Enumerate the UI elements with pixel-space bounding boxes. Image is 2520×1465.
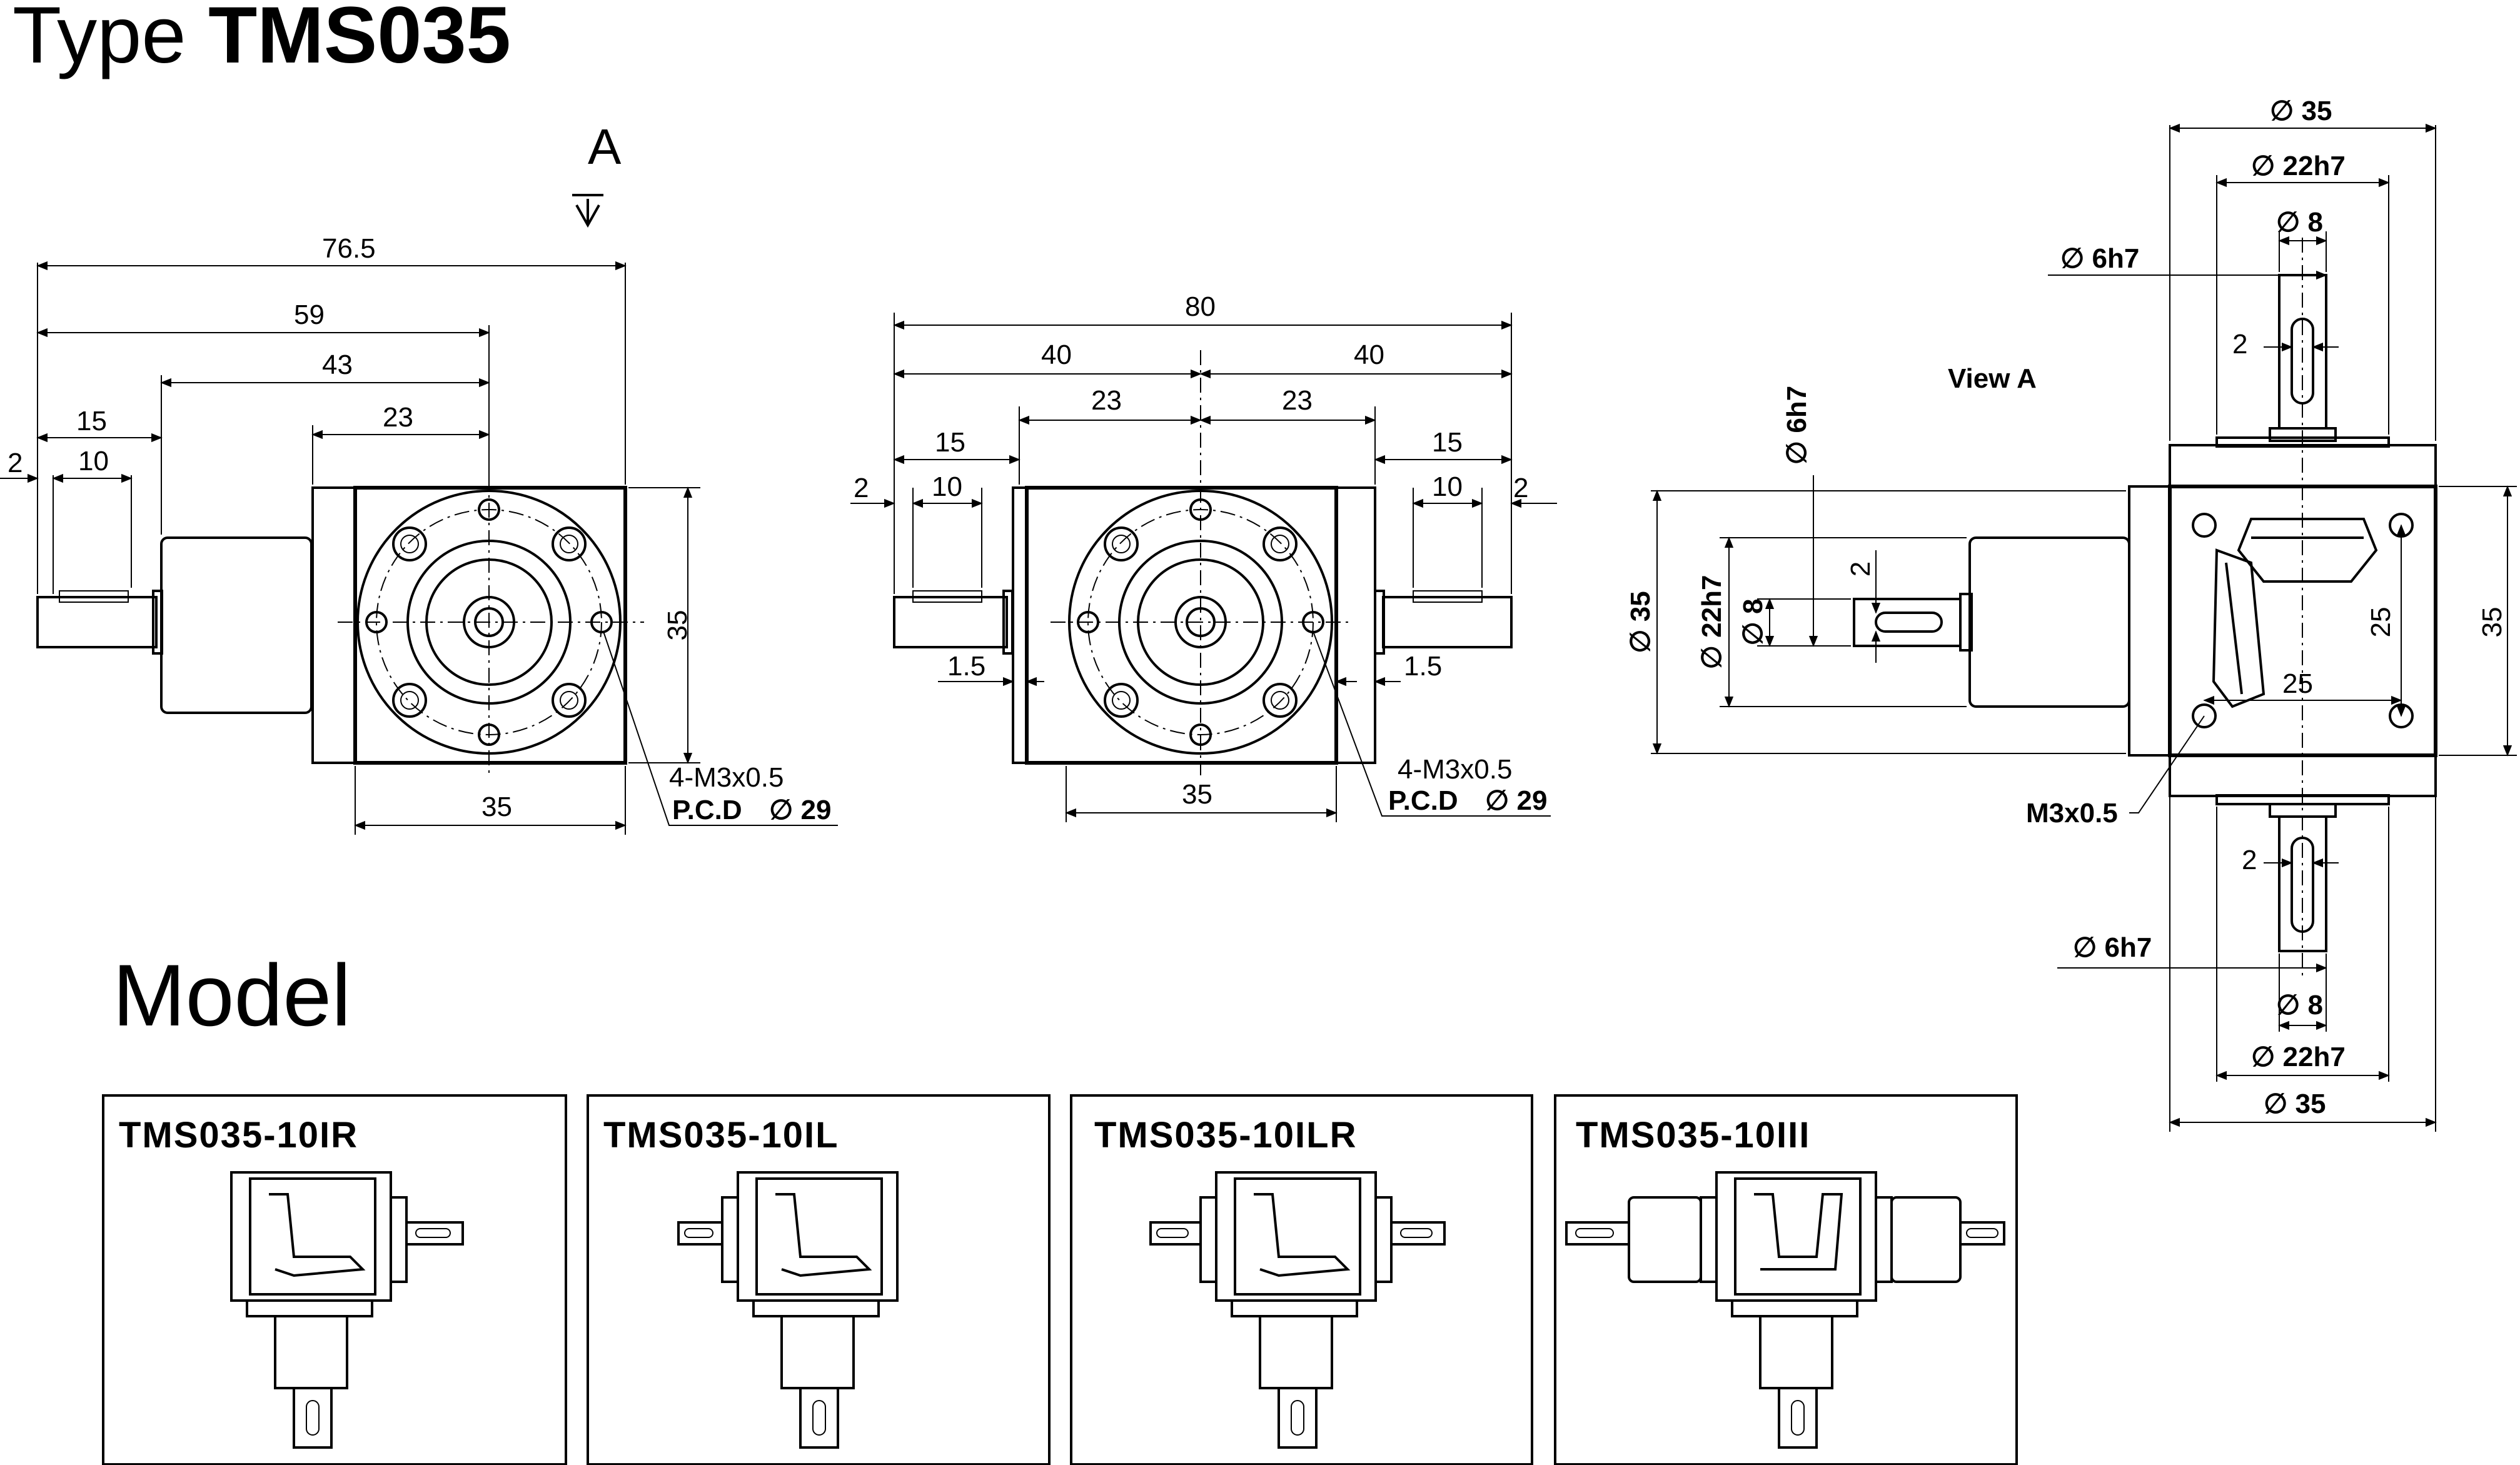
- dim-1-5-right: 1.5: [1404, 651, 1442, 682]
- left-shaft: [893, 596, 1008, 648]
- dim-35-front: 35: [1182, 779, 1212, 810]
- pcd-value: ∅ 29: [769, 795, 832, 825]
- dim-59: 59: [294, 300, 325, 330]
- dim-phi6h7-bottom: ∅ 6h7: [2073, 932, 2152, 963]
- thread-note: M3x0.5: [2026, 798, 2118, 828]
- dim-40-right: 40: [1354, 340, 1384, 370]
- dim-10: 10: [78, 446, 109, 476]
- dim-phi8-left: ∅ 8: [1738, 598, 1768, 645]
- gear-block: [353, 486, 627, 765]
- input-shaft: [36, 596, 158, 648]
- right-shaft: [1382, 596, 1513, 648]
- dim-phi35-bottom: ∅ 35: [2264, 1089, 2326, 1119]
- gearbox-thumbnail-ilr: [1149, 1171, 1446, 1449]
- dim-15-left: 15: [935, 427, 965, 458]
- flange: [311, 486, 356, 764]
- view-arrow-icon: [572, 194, 603, 228]
- dim-35-right: 35: [2477, 607, 2507, 638]
- view-a-marker: A: [588, 119, 622, 174]
- dim-phi35-top: ∅ 35: [2270, 96, 2332, 126]
- dim-1-5-left: 1.5: [947, 651, 985, 682]
- side-view: 76.5 59 43 23 15 10 2 35 35 4-M3x0.5 P.C…: [0, 233, 838, 835]
- model-card-1[interactable]: TMS035-10IR: [102, 1094, 567, 1465]
- dim-2-top: 2: [2232, 329, 2247, 360]
- dim-phi35-left: ∅ 35: [1625, 591, 1656, 653]
- left-shaft-a: [1853, 598, 1962, 647]
- gearbox-thumbnail-il: [677, 1171, 899, 1449]
- dim-76-5: 76.5: [322, 233, 376, 264]
- model-name: TMS035-10ILR: [1094, 1115, 1357, 1155]
- dim-2-bottom: 2: [2242, 845, 2257, 875]
- dim-2-left-a: 2: [1845, 561, 1876, 576]
- shaft-key: [59, 590, 129, 603]
- gear-block-front: [1025, 486, 1338, 765]
- hole-note-front: 4-M3x0.5: [1398, 754, 1512, 785]
- gearbox-thumbnail-iii: [1565, 1171, 2005, 1449]
- dim-43: 43: [322, 350, 353, 380]
- dim-2-right: 2: [1513, 473, 1528, 503]
- view-a-title: View A: [1948, 363, 2037, 394]
- dim-2: 2: [8, 448, 23, 478]
- dim-15-right: 15: [1432, 427, 1463, 458]
- dim-40-left: 40: [1041, 340, 1072, 370]
- dim-phi22h7-top: ∅ 22h7: [2251, 151, 2346, 181]
- pcd-label-front: P.C.D: [1388, 785, 1458, 816]
- hole-leader-front: [1313, 631, 1551, 817]
- model-card-4[interactable]: TMS035-10III: [1554, 1094, 2018, 1465]
- dim-35-horizontal: 35: [481, 792, 512, 822]
- model-name: TMS035-10IL: [603, 1115, 839, 1155]
- dim-10-right: 10: [1432, 471, 1463, 502]
- dim-phi22h7-bottom: ∅ 22h7: [2251, 1042, 2346, 1072]
- gearbox-thumbnail-ir: [230, 1171, 464, 1449]
- dim-phi8-top: ∅ 8: [2276, 207, 2323, 238]
- view-a: View A: [1625, 96, 2517, 1132]
- dim-phi6h7-left: ∅ 6h7: [1782, 386, 1812, 465]
- model-card-2[interactable]: TMS035-10IL: [587, 1094, 1051, 1465]
- dim-35-vertical: 35: [662, 610, 693, 641]
- model-card-3[interactable]: TMS035-10ILR: [1070, 1094, 1533, 1465]
- page-title: Type TMS035: [13, 0, 511, 80]
- dim-phi6h7-top: ∅ 6h7: [2060, 243, 2139, 274]
- model-heading: Model: [113, 946, 351, 1044]
- dim-phi8-bottom: ∅ 8: [2276, 990, 2323, 1020]
- dim-25-horizontal: 25: [2282, 668, 2313, 699]
- dim-23: 23: [383, 402, 413, 433]
- input-housing: [160, 536, 313, 714]
- hole-note: 4-M3x0.5: [669, 762, 784, 793]
- hole-leader: [603, 631, 838, 826]
- dim-25-vertical: 25: [2366, 607, 2396, 638]
- dim-15: 15: [76, 406, 107, 436]
- dim-2-left: 2: [854, 473, 869, 503]
- pcd-value-front: ∅ 29: [1485, 785, 1548, 816]
- model-name: TMS035-10III: [1576, 1115, 1810, 1155]
- pcd-label: P.C.D: [672, 795, 742, 825]
- model-name: TMS035-10IR: [119, 1115, 358, 1155]
- dim-23-left: 23: [1091, 385, 1122, 416]
- thread-leader: [2129, 715, 2205, 813]
- front-view: 80 40 40 23 23 15 10 2 15 10 2 1.5 1.5 3…: [850, 291, 1557, 822]
- dim-10-left: 10: [932, 471, 962, 502]
- dim-phi22h7-left: ∅ 22h7: [1696, 575, 1727, 670]
- dim-23-right: 23: [1282, 385, 1313, 416]
- dim-80: 80: [1185, 291, 1216, 322]
